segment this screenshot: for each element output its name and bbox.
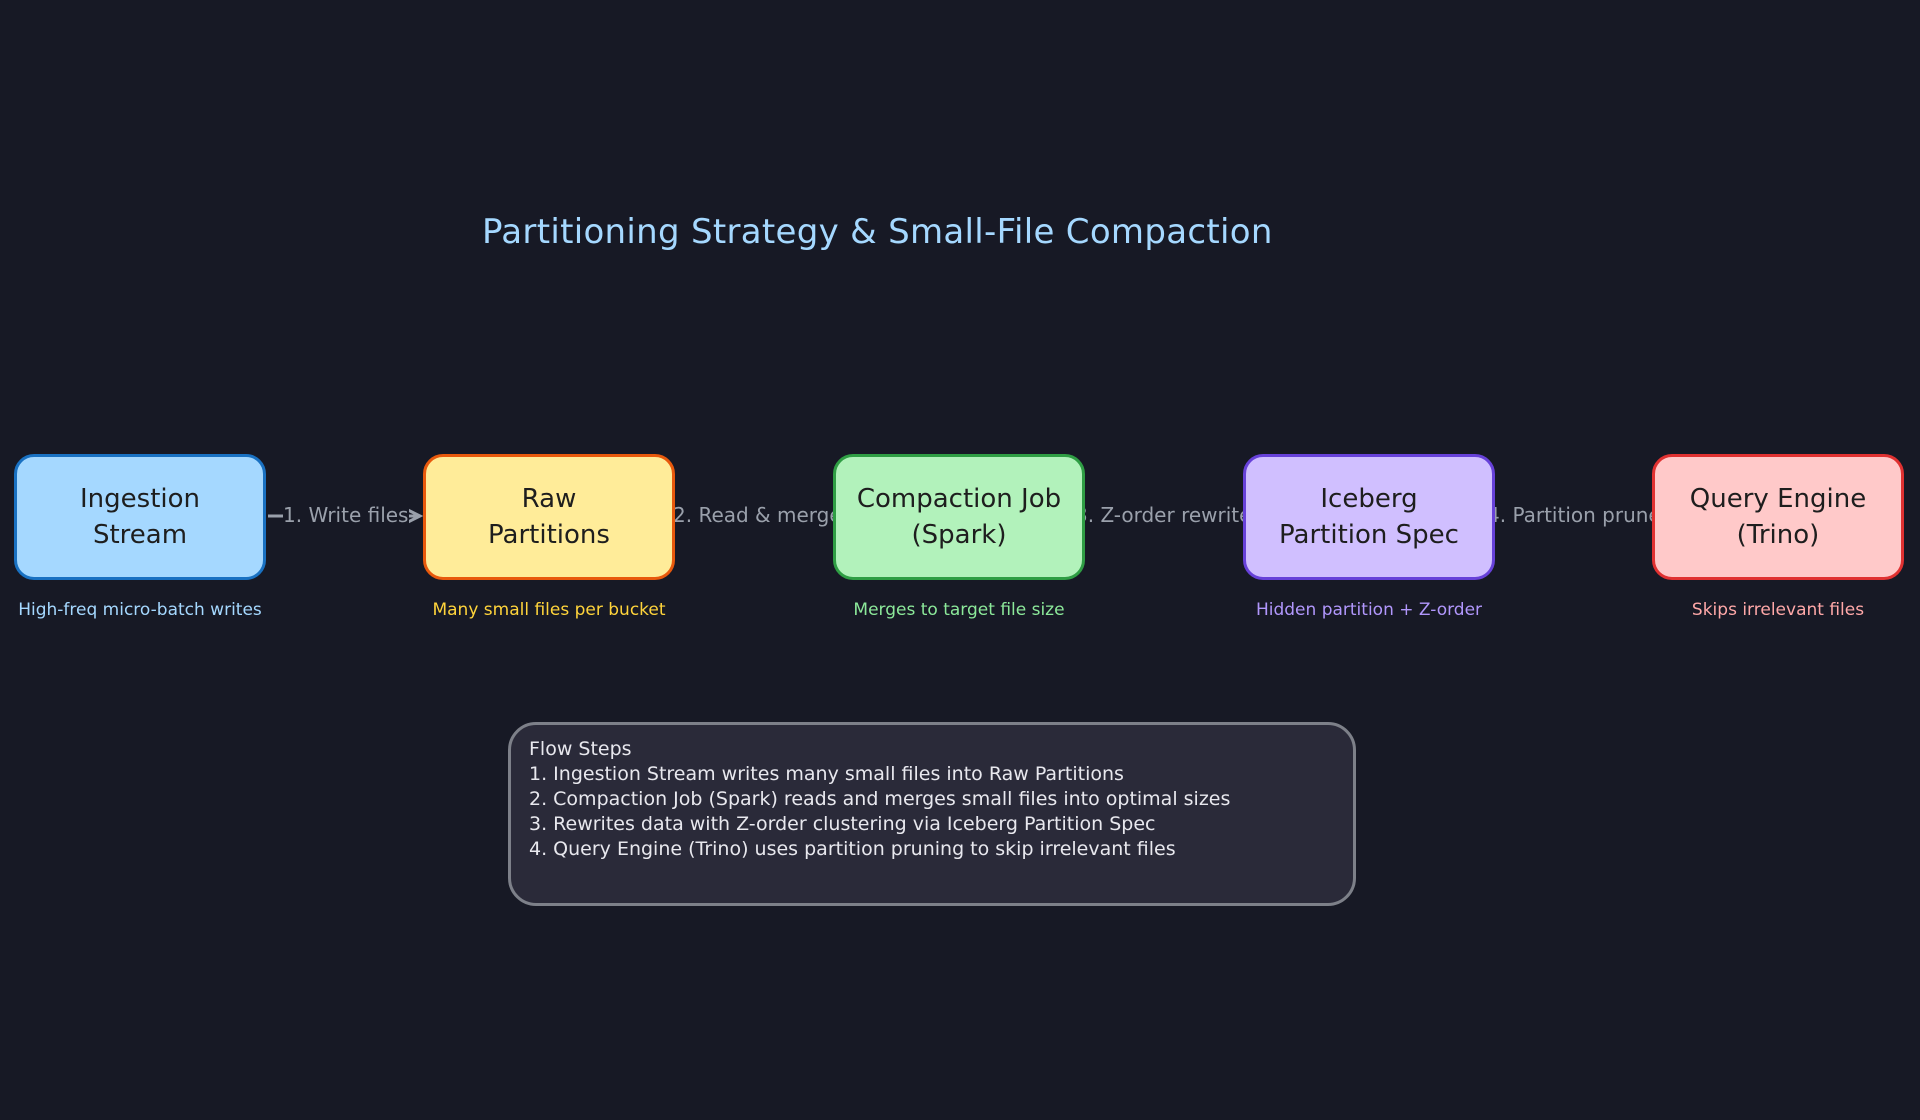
edge-label-z-order-rewrite: 3. Z-order rewrite — [1075, 502, 1255, 528]
node-label: Raw Partitions — [488, 484, 610, 550]
node-label: Ingestion Stream — [80, 484, 200, 550]
node-query-engine[interactable]: Query Engine (Trino) — [1652, 454, 1904, 580]
edge-label-partition-prune: 4. Partition prune — [1487, 502, 1657, 528]
caption-iceberg-partition-spec: Hidden partition + Z-order — [1255, 600, 1483, 620]
edge-arrowhead-1 — [405, 507, 424, 525]
diagram-title: Partitioning Strategy & Small-File Compa… — [482, 212, 1273, 252]
flow-step-2: 2. Compaction Job (Spark) reads and merg… — [529, 788, 1231, 810]
node-iceberg-partition-spec[interactable]: Iceberg Partition Spec — [1243, 454, 1495, 580]
flow-step-3: 3. Rewrites data with Z-order clustering… — [529, 813, 1156, 835]
edge-label-read-merge: 2. Read & merge — [673, 502, 833, 528]
flow-steps-heading: Flow Steps — [529, 738, 632, 760]
flow-step-4: 4. Query Engine (Trino) uses partition p… — [529, 838, 1176, 860]
caption-query-engine: Skips irrelevant files — [1691, 600, 1865, 620]
caption-ingestion-stream: High-freq micro-batch writes — [18, 600, 262, 620]
caption-compaction-job: Merges to target file size — [853, 600, 1065, 620]
flow-step-1: 1. Ingestion Stream writes many small fi… — [529, 763, 1124, 785]
node-label: Iceberg Partition Spec — [1279, 484, 1459, 550]
flow-steps-box: Flow Steps 1. Ingestion Stream writes ma… — [508, 722, 1356, 906]
edge-label-write-files: 1. Write files — [283, 502, 409, 528]
caption-raw-partitions: Many small files per bucket — [432, 600, 666, 620]
node-raw-partitions[interactable]: Raw Partitions — [423, 454, 675, 580]
node-ingestion-stream[interactable]: Ingestion Stream — [14, 454, 266, 580]
node-compaction-job[interactable]: Compaction Job (Spark) — [833, 454, 1085, 580]
node-label: Query Engine (Trino) — [1689, 484, 1867, 550]
node-label: Compaction Job (Spark) — [856, 484, 1062, 550]
